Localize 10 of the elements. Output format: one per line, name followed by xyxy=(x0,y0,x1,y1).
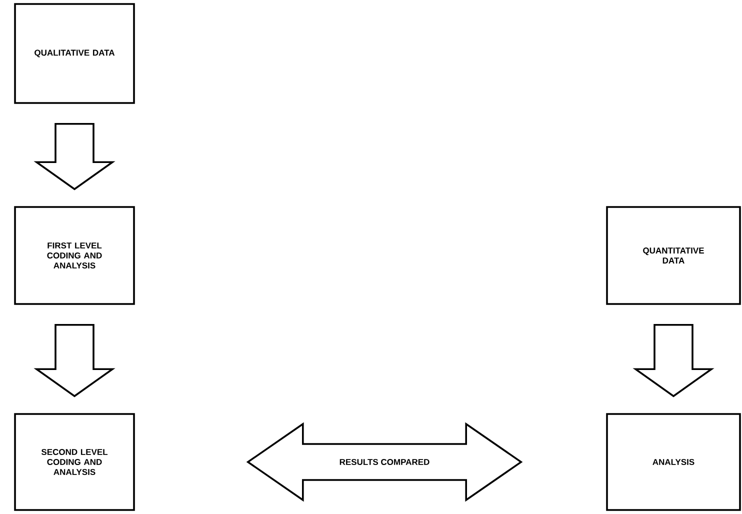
block-arrow xyxy=(34,123,116,190)
block-arrow xyxy=(34,324,116,398)
process-box: QUALITATIVE DATA xyxy=(14,3,135,104)
block-arrow xyxy=(632,324,714,398)
process-box: FIRST LEVEL CODING AND ANALYSIS xyxy=(14,206,135,305)
edge-label: RESULTS COMPARED xyxy=(340,459,430,465)
process-box: SECOND LEVEL CODING AND ANALYSIS xyxy=(14,413,135,511)
process-box: QUANTITATIVE DATA xyxy=(606,206,741,305)
process-box: ANALYSIS xyxy=(606,413,741,511)
block-arrow xyxy=(246,422,523,502)
